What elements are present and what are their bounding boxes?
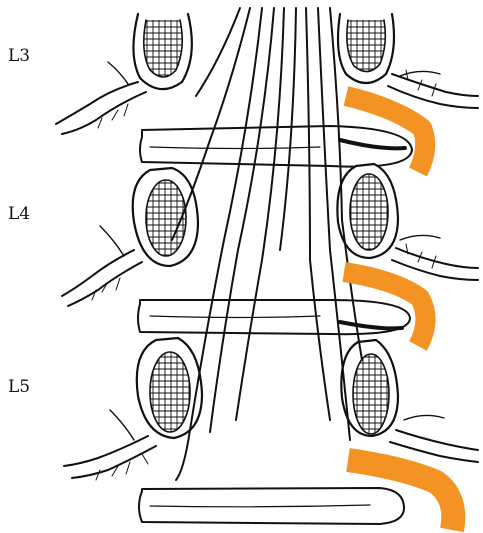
- nerve-root-l5-left: [64, 410, 156, 480]
- pedicle-l4-left: [133, 168, 198, 266]
- pedicle-l5-right: [341, 340, 398, 436]
- nerve-root-l3-left: [56, 62, 146, 134]
- nerve-root-l4-right: [392, 235, 478, 280]
- nerve-root-l3-right: [388, 70, 478, 108]
- pedicle-l3-right: [338, 14, 394, 83]
- nerve-root-l4-left: [62, 226, 142, 306]
- pedicle-l5-left: [137, 338, 202, 438]
- intervertebral-disc-lower: [139, 488, 404, 524]
- nerve-root-l5-right: [390, 415, 478, 462]
- pedicle-l4-right: [337, 164, 398, 258]
- intervertebral-disc-middle: [138, 300, 410, 334]
- pedicle-l3-left: [133, 14, 191, 89]
